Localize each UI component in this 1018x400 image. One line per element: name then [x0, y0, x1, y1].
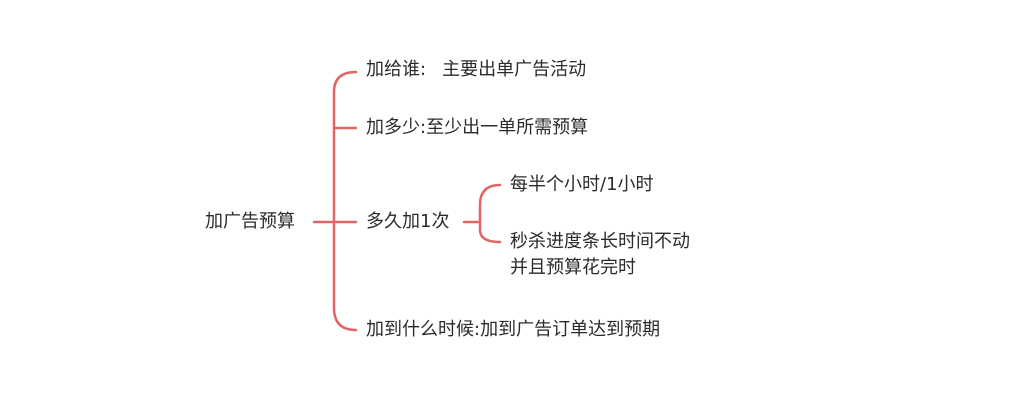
branch-until-when-value: 加到广告订单达到预期: [480, 319, 661, 340]
sub-bracket: [478, 183, 502, 244]
branch-how-much-label: 加多少:: [366, 117, 427, 138]
sub-item-interval: 每半个小时/1小时: [510, 174, 654, 195]
root-node: 加广告预算: [205, 211, 295, 232]
branch-until-when-label: 加到什么时候:: [366, 319, 481, 340]
branch-how-much: 加多少:至少出一单所需预算: [366, 115, 588, 141]
sub-item-flash-sale: 秒杀进度条长时间不动 并且预算花完时: [510, 229, 750, 281]
main-bracket: [332, 70, 358, 332]
branch-who: 加给谁: 主要出单广告活动: [366, 57, 586, 83]
branch-how-much-value: 至少出一单所需预算: [426, 117, 589, 138]
sub-item-flash-sale-line2: 并且预算花完时: [510, 257, 636, 278]
branch-who-label: 加给谁:: [366, 59, 427, 80]
branch-how-often: 多久加1次: [366, 211, 450, 232]
branch-until-when: 加到什么时候:加到广告订单达到预期: [366, 317, 660, 343]
sub-item-flash-sale-line1: 秒杀进度条长时间不动: [510, 231, 690, 252]
branch-who-value: 主要出单广告活动: [442, 59, 587, 80]
